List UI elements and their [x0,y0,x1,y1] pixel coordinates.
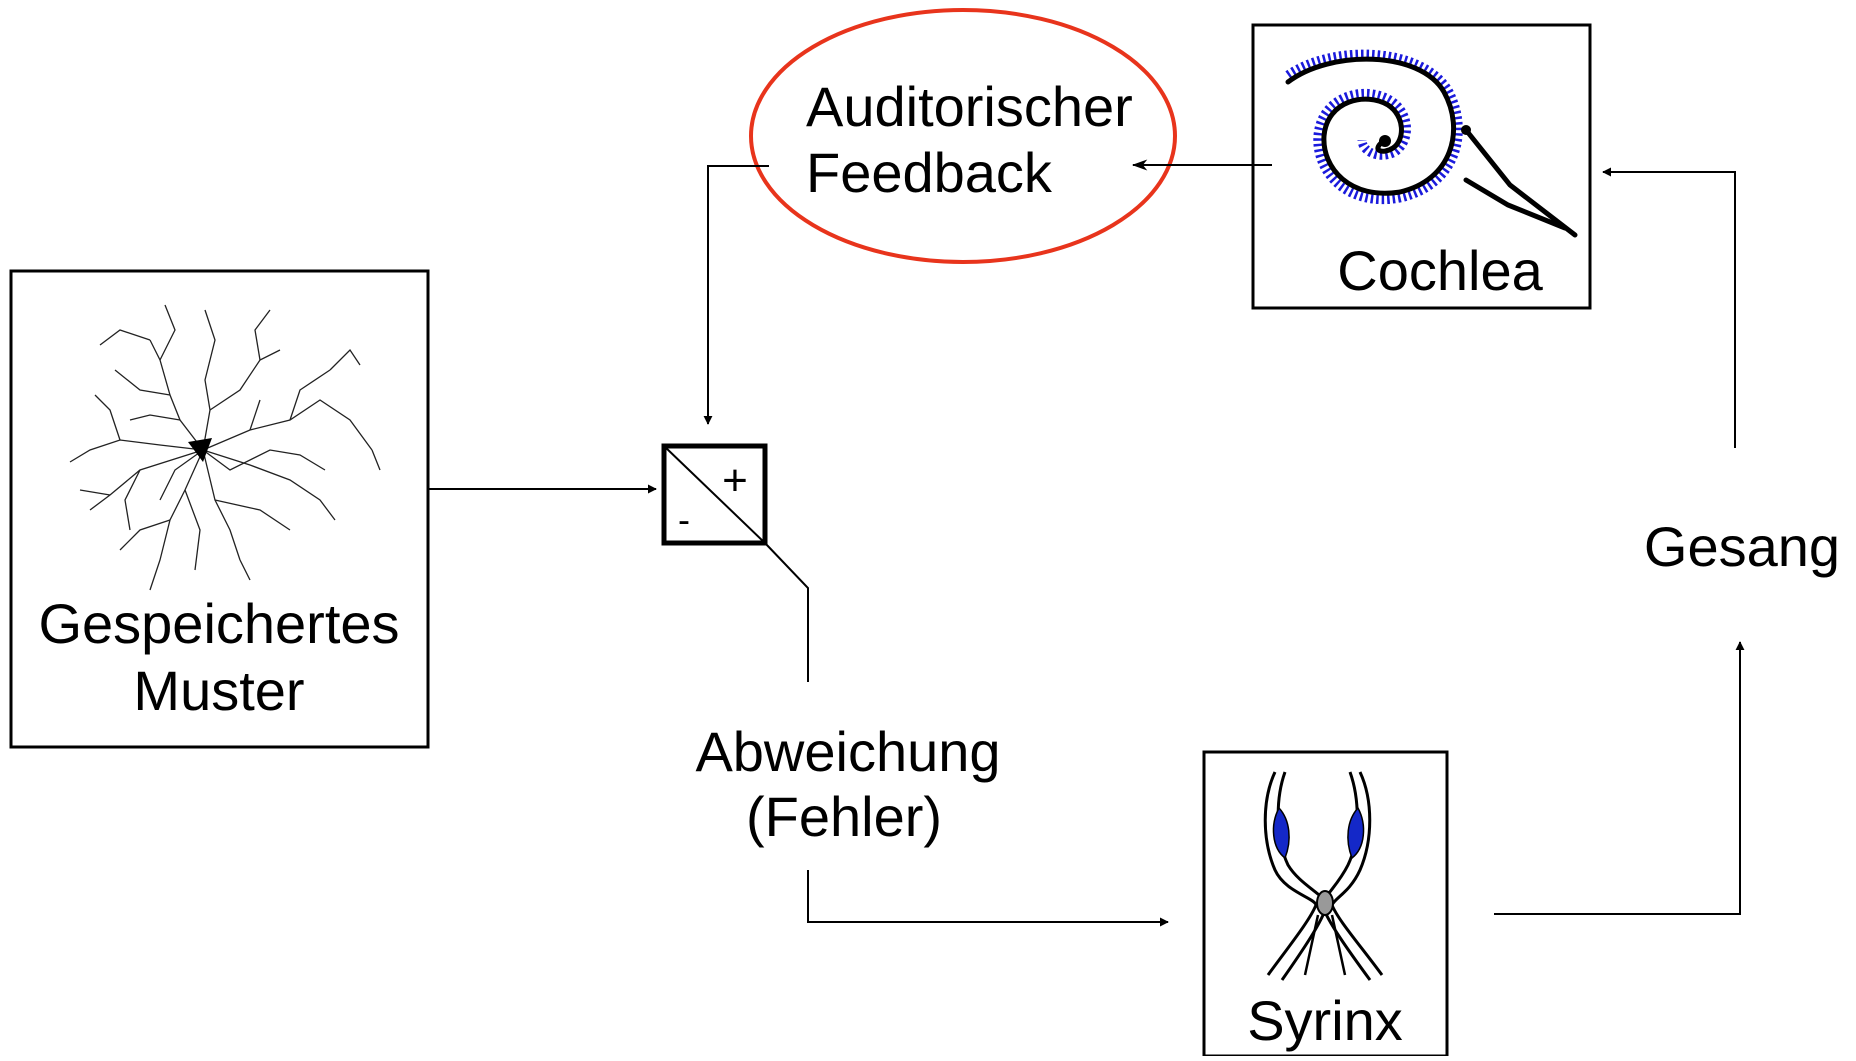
neuron-soma [188,438,212,462]
comparator-minus: - [678,499,690,540]
arrow-song-to-cochlea [1602,167,1736,448]
neuron-icon [69,304,381,591]
auditory-feedback-label-line1: Auditorischer [806,75,1133,138]
auditory-feedback-ellipse [749,8,1177,264]
auditory-feedback-node: Auditorischer Feedback [749,8,1177,264]
syrinx-box: Syrinx [1202,750,1449,1058]
line-comparator-to-deviation [764,542,809,682]
arrow-feedback-to-comparator [703,165,769,425]
cochlea-box: Cochlea [1251,23,1592,310]
cochlea-spiral-icon [1285,49,1578,238]
auditory-feedback-label-line2: Feedback [806,141,1053,204]
deviation-label-line2: (Fehler) [746,785,942,848]
stored-pattern-box: Gespeichertes Muster [9,269,430,749]
deviation-label-line1: Abweichung [695,720,1000,783]
song-label: Gesang [1644,515,1840,578]
stored-pattern-label-line2: Muster [133,659,304,722]
arrow-syrinx-to-song [1494,641,1745,915]
syrinx-label: Syrinx [1247,989,1403,1052]
comparator-plus: + [722,456,748,505]
comparator-icon: + - [661,443,768,546]
stored-pattern-label-line1: Gespeichertes [38,592,399,655]
syrinx-icon [1263,771,1384,981]
arrow-deviation-to-syrinx [807,870,1169,927]
cochlea-label: Cochlea [1337,239,1543,302]
